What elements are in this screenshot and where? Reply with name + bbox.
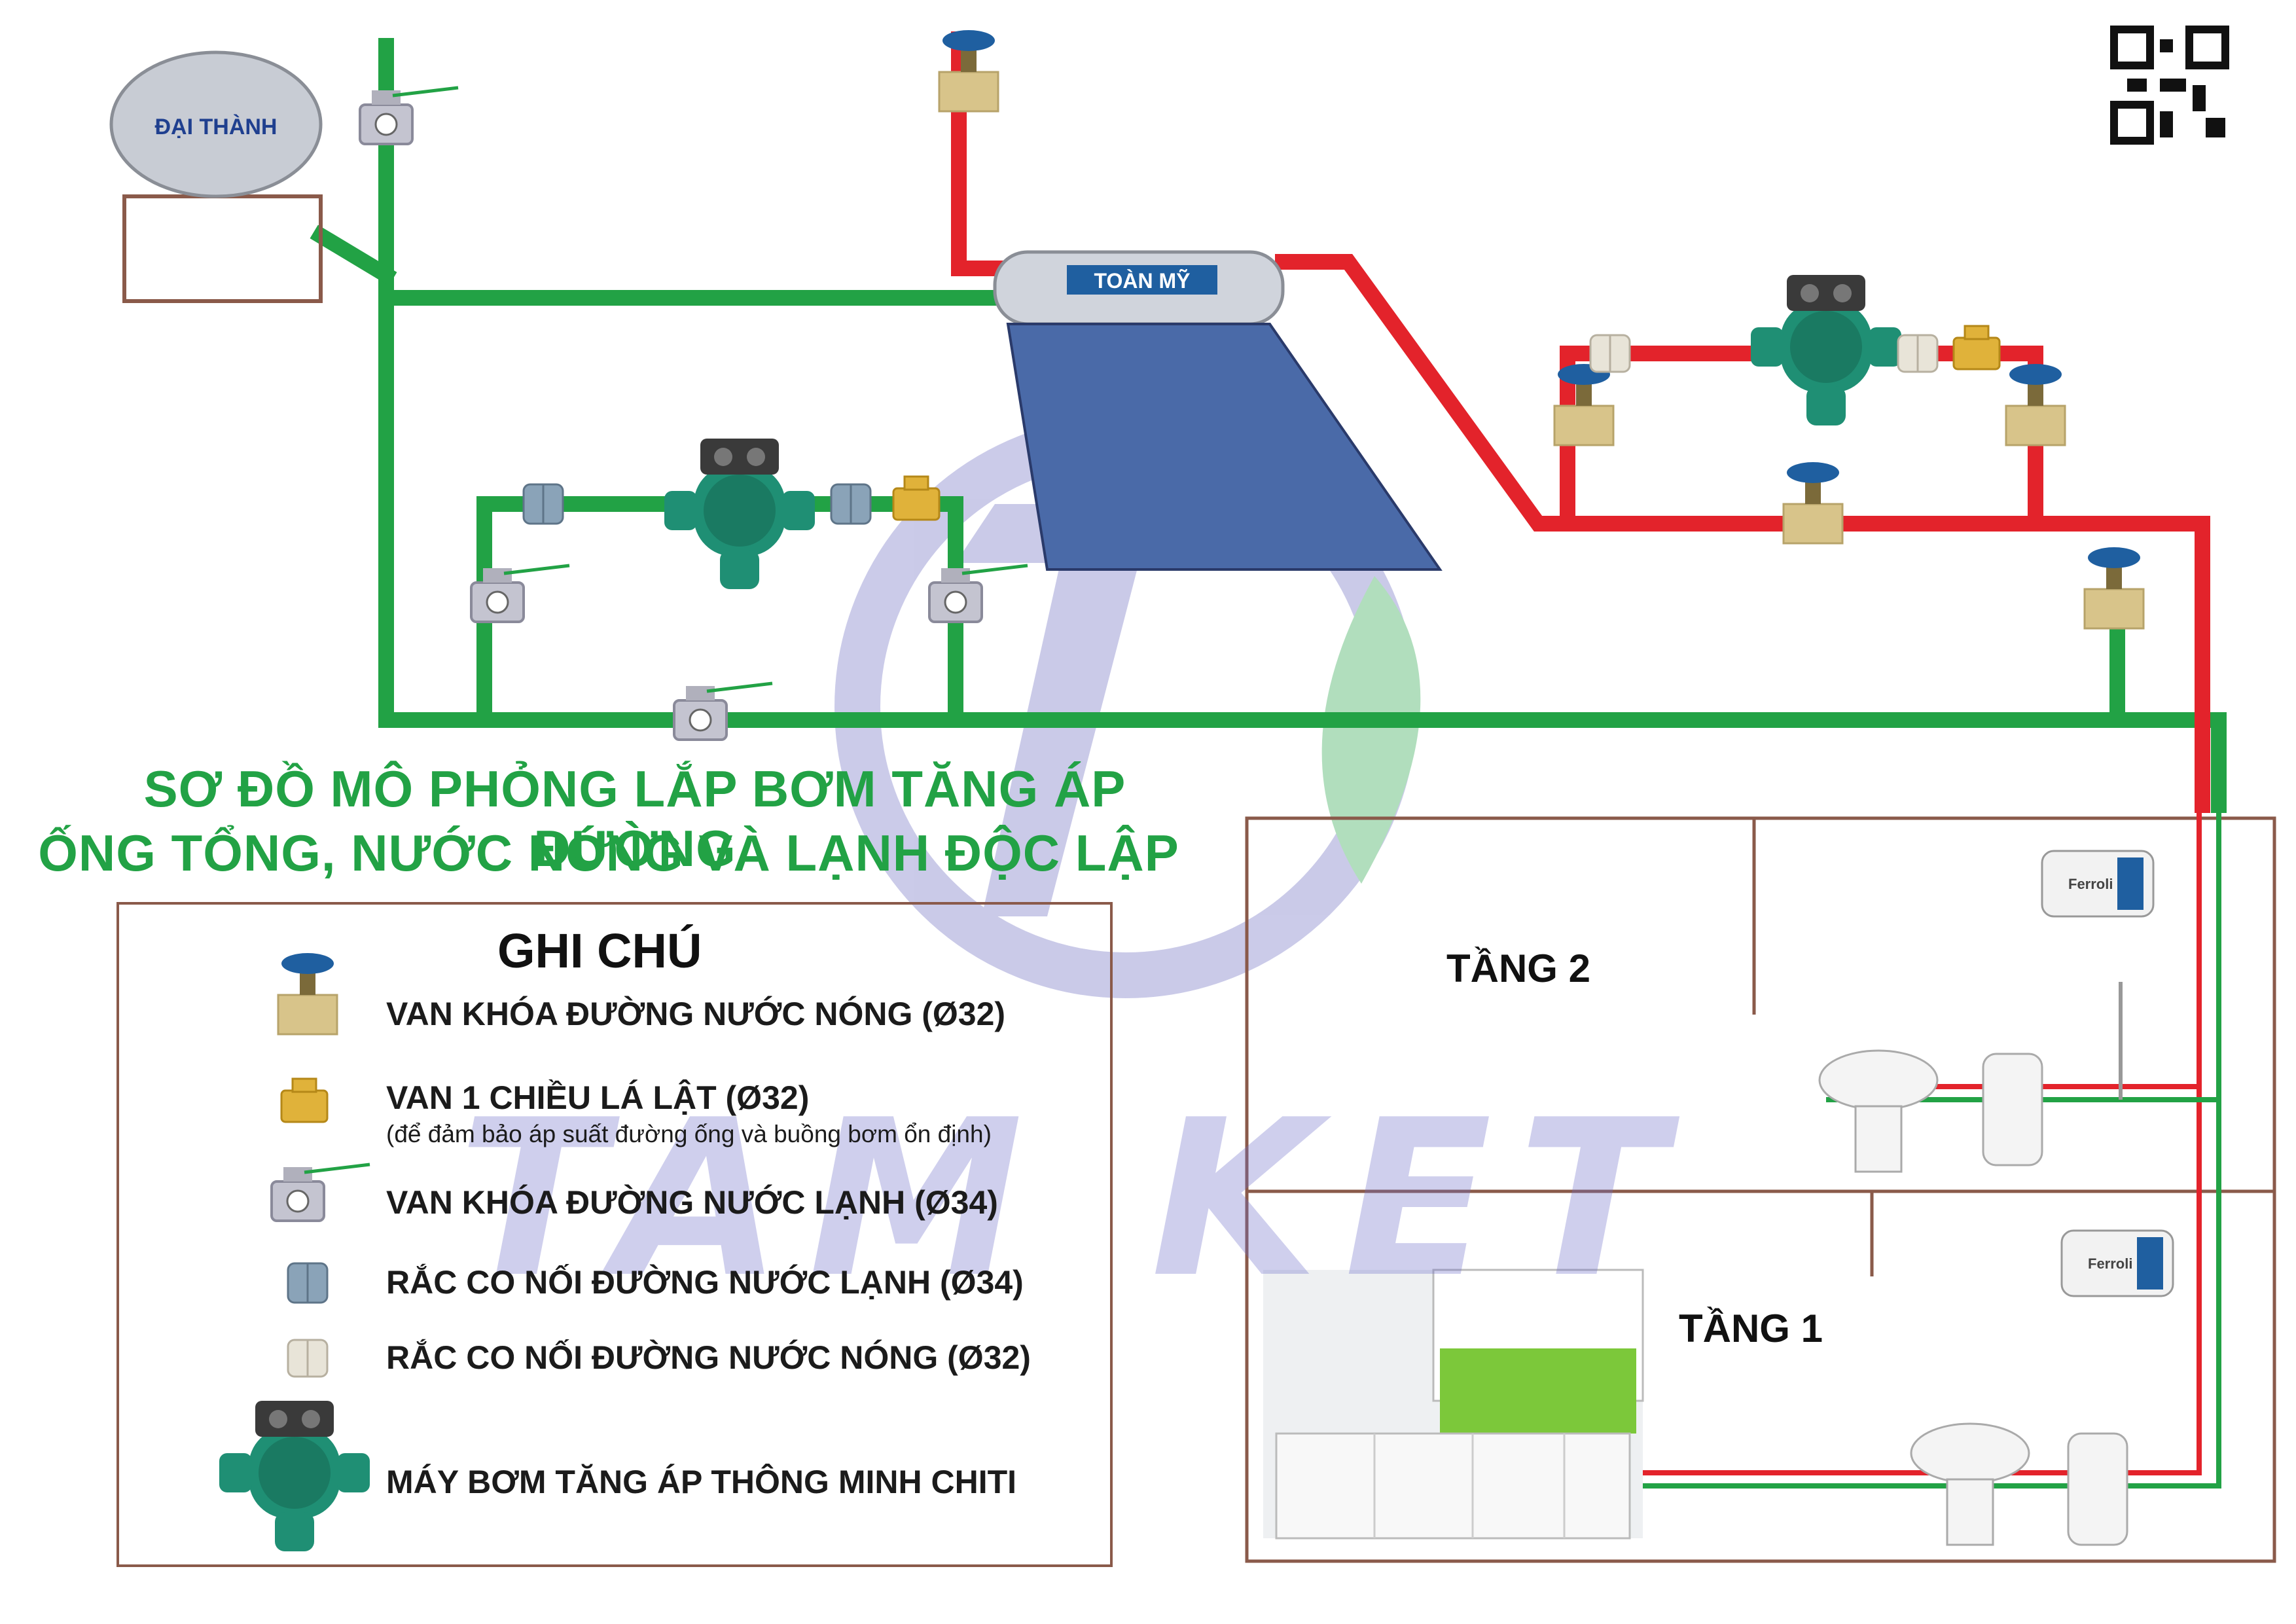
solar-water-heater: TOÀN MỸ [993,250,1443,571]
floor-label-lower: TẦNG 1 [1679,1307,1823,1350]
house-frame [1245,816,2276,1563]
hot-outlet-gate-valve [2005,363,2066,446]
kitchen-illustration [1263,1269,1644,1540]
hot-booster-pump [1751,275,1901,425]
cold-booster-pump [664,439,815,589]
cold-union-right [830,483,872,525]
hot-bypass-gate-valve [1782,461,1844,545]
hot-union-left [1589,334,1631,373]
lower-floor-fixtures: Ferroli [1910,1229,2174,1546]
legend-label-booster-pump: MÁY BƠM TĂNG ÁP THÔNG MINH CHITI [386,1464,1017,1500]
diagram-title-line-1: SƠ ĐỒ MÔ PHỎNG LẮP BƠM TĂNG ÁP ĐƯỜNG [143,760,1126,877]
legend-label-hot-union: RẮC CO NỐI ĐƯỜNG NƯỚC NÓNG (Ø32) [386,1339,1031,1376]
legend-label-check-valve: VAN 1 CHIỀU LÁ LẬT (Ø32) [386,1079,810,1116]
legend-box [117,902,1113,1567]
heater-brand-label-lower: Ferroli [2088,1255,2132,1272]
upper-floor-fixtures: Ferroli [1818,850,2155,1173]
hot-union-right [1897,334,1939,373]
hot-top-gate-valve [938,29,999,113]
floor-label-upper: TẦNG 2 [1446,947,1591,990]
qr-code [2110,26,2229,145]
hot-check-valve [1952,325,2001,370]
water-tank: ĐẠI THÀNH [109,50,323,303]
cold-check-valve [892,475,941,521]
tank-brand-label: ĐẠI THÀNH [155,115,278,139]
cold-outlet-ball-valve [929,566,1028,622]
cold-bypass-ball-valve [674,683,772,740]
watermark-text: TAM KET [458,1074,1692,1325]
solar-brand-label: TOÀN MỸ [1094,269,1191,293]
heater-brand-label-upper: Ferroli [2068,876,2113,892]
legend-label-cold-union: RẮC CO NỐI ĐƯỜNG NƯỚC LẠNH (Ø34) [386,1264,1024,1301]
legend-label-hot-gate-valve: VAN KHÓA ĐƯỜNG NƯỚC NÓNG (Ø32) [386,996,1006,1032]
diagram-title-line-2: ỐNG TỔNG, NƯỚC NÓNG VÀ LẠNH ĐỘC LẬP [38,824,1179,882]
legend-note-check-valve: (để đảm bảo áp suất đường ống và buồng b… [386,1121,992,1147]
legend-heading: GHI CHÚ [497,924,702,978]
legend-label-cold-ball-valve: VAN KHÓA ĐƯỜNG NƯỚC LẠNH (Ø34) [386,1184,998,1221]
hot-riser-gate-valve [2083,546,2145,630]
main-cold-ball-valve [360,88,458,144]
cold-inlet-ball-valve [471,566,569,622]
cold-union-left [522,483,564,525]
